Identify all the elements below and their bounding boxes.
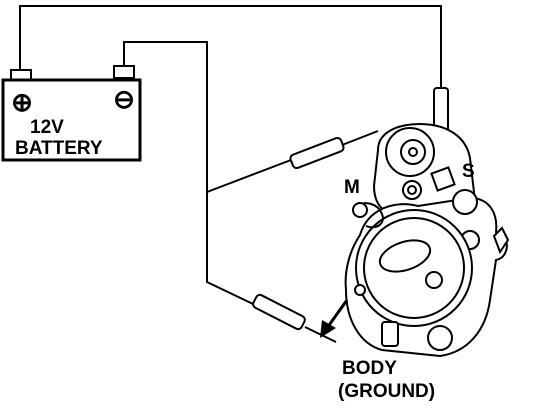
m-terminal-label: M — [344, 177, 360, 198]
positive-wire — [19, 5, 442, 88]
armature-slot — [378, 239, 432, 273]
negative-wire — [123, 41, 254, 305]
s-terminal-label: S — [462, 161, 475, 182]
battery-voltage-label: 12V — [30, 117, 64, 138]
jumper-wire-a — [206, 159, 292, 193]
solenoid-bolt-center — [408, 147, 418, 157]
ground-label-line1: BODY — [342, 358, 397, 379]
ground-arrow — [320, 299, 349, 338]
armature-hole — [425, 271, 443, 289]
m-terminal — [352, 202, 368, 218]
battery-positive-symbol: ⊕ — [11, 87, 33, 117]
ground-label-line2: (GROUND) — [338, 381, 435, 402]
ground-arrow-shaft — [325, 299, 349, 329]
battery: ⊕ ⊖ 12V BATTERY — [1, 65, 142, 162]
bottom-tab — [381, 321, 399, 347]
flange-hole-bottom — [427, 325, 453, 351]
battery-case — [1, 78, 142, 162]
ground-connector — [252, 293, 306, 331]
stud-lower-center — [407, 185, 417, 195]
starter-motor — [344, 122, 510, 358]
jumper-wire-b — [341, 130, 379, 146]
armature-pin — [354, 284, 366, 296]
s-terminal — [430, 166, 456, 192]
jumper-connector — [289, 136, 345, 170]
pinion-nose — [492, 226, 510, 255]
m-terminal-lead — [355, 202, 384, 229]
wiring — [19, 5, 442, 343]
battery-post-negative — [113, 65, 135, 79]
battery-negative-symbol: ⊖ — [113, 84, 135, 114]
battery-name-label: BATTERY — [15, 138, 103, 159]
ground-arrow-head — [320, 320, 336, 338]
flange-hole-top — [452, 189, 478, 215]
